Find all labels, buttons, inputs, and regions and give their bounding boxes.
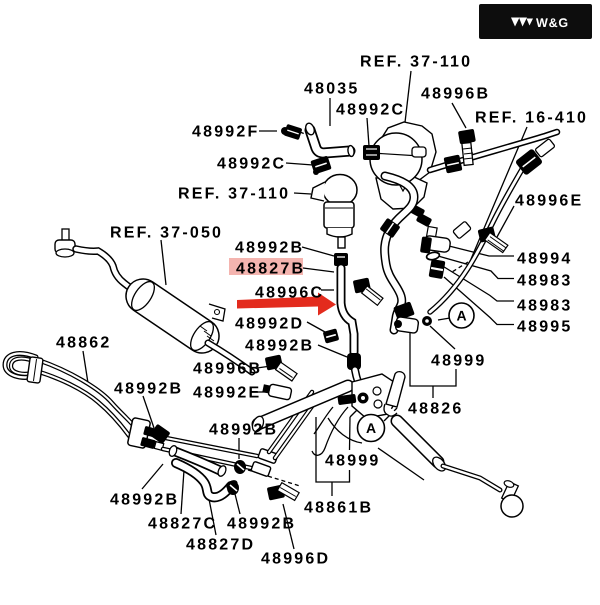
svg-text:REF. 37-050: REF. 37-050 [110,225,223,242]
svg-text:48992E: 48992E [193,385,261,402]
svg-text:48992D: 48992D [235,316,304,333]
svg-text:48827D: 48827D [186,537,255,554]
svg-text:REF. 37-110: REF. 37-110 [360,54,472,71]
svg-text:48862: 48862 [56,335,112,352]
svg-text:48992C: 48992C [217,156,286,173]
svg-text:48992B: 48992B [227,516,296,533]
svg-text:48999: 48999 [325,453,381,470]
svg-text:48992F: 48992F [192,124,259,141]
svg-text:48992B: 48992B [110,492,179,509]
svg-text:48996D: 48996D [261,551,330,568]
svg-text:W&G: W&G [536,16,569,30]
svg-text:A: A [366,420,376,436]
svg-text:48861B: 48861B [304,500,373,517]
svg-text:48826: 48826 [408,401,464,418]
svg-text:48983: 48983 [517,298,573,315]
svg-text:REF. 16-410: REF. 16-410 [475,110,588,127]
svg-text:48999: 48999 [431,353,487,370]
svg-text:48995: 48995 [517,319,573,336]
svg-text:48996B: 48996B [421,86,490,103]
svg-text:48992B: 48992B [245,338,314,355]
svg-text:48996E: 48996E [515,193,583,210]
svg-text:48992C: 48992C [336,102,405,119]
svg-text:48992B: 48992B [209,422,278,439]
svg-text:48827C: 48827C [148,516,217,533]
svg-text:48827B: 48827B [236,261,305,278]
svg-text:48035: 48035 [304,81,360,98]
svg-text:REF. 37-110: REF. 37-110 [178,186,290,203]
svg-text:48996C: 48996C [255,285,324,302]
svg-text:48992B: 48992B [235,240,304,257]
svg-text:48994: 48994 [517,251,573,268]
svg-text:48992B: 48992B [114,381,183,398]
svg-text:A: A [456,308,466,324]
svg-text:48996B: 48996B [193,361,262,378]
svg-text:48983: 48983 [517,273,573,290]
